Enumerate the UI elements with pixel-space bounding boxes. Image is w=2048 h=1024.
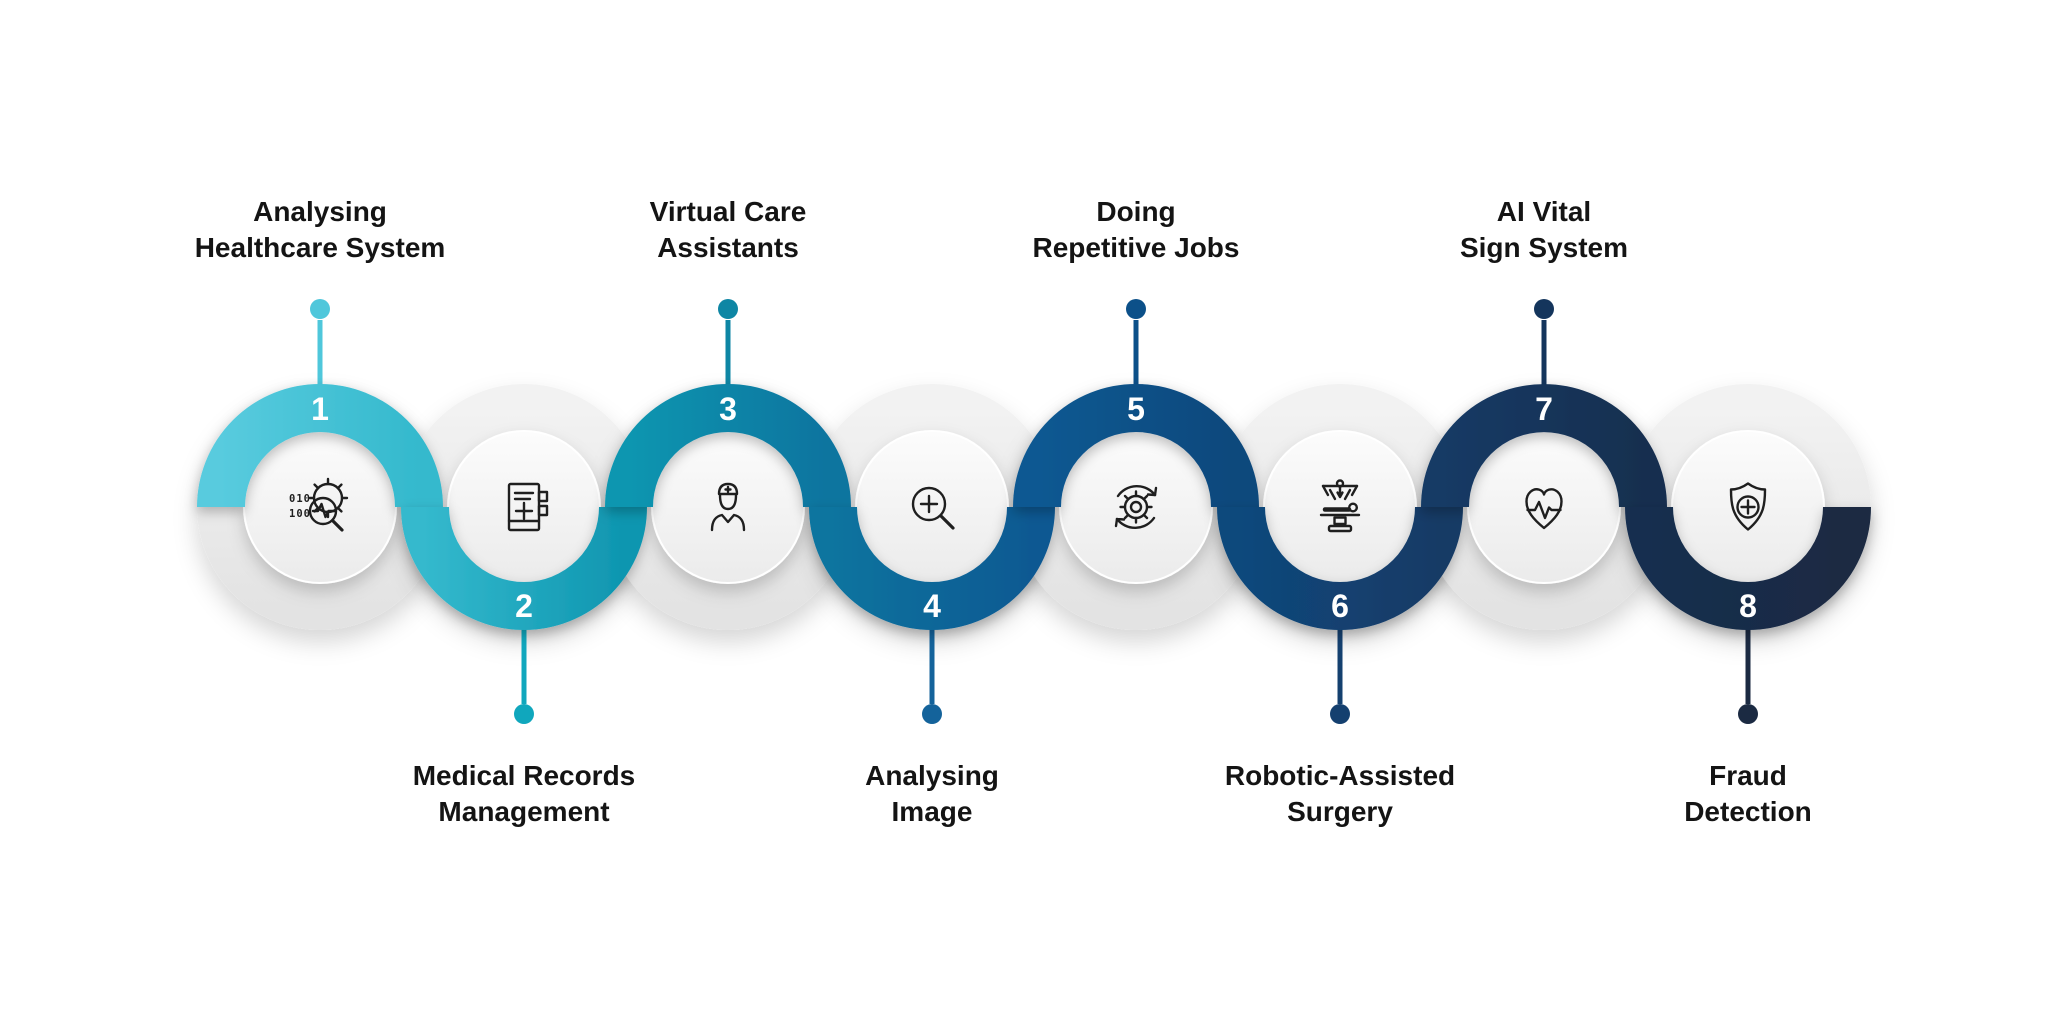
surgery-robot-table-icon [1319, 479, 1361, 533]
band-6-bottom [1217, 506, 1463, 630]
dot-7 [1534, 299, 1554, 319]
medical-record-book-icon [507, 482, 549, 532]
step-number-8: 8 [1739, 588, 1757, 624]
step-number-4: 4 [923, 588, 941, 624]
svg-text:010: 010 [289, 493, 311, 505]
color-bands [197, 384, 1871, 630]
step-3-label: Virtual Care Assistants [649, 196, 807, 263]
dot-6 [1330, 704, 1350, 724]
step-2-label: Medical Records Management [412, 760, 636, 827]
gear-cycle-arrows-icon [1114, 484, 1158, 530]
svg-text:100: 100 [289, 508, 311, 520]
step-number-6: 6 [1331, 588, 1349, 624]
nurse-icon [710, 482, 746, 532]
step-1-label: Analysing Healthcare System [194, 196, 446, 263]
step-number-3: 3 [719, 391, 737, 427]
heart-pulse-icon [1525, 488, 1563, 530]
step-7-label: AI Vital Sign System [1459, 196, 1629, 263]
gear-binary-magnifier-icon: 010 100 [289, 477, 349, 532]
dot-1 [310, 299, 330, 319]
magnifier-plus-icon [911, 486, 955, 530]
step-number-7: 7 [1535, 391, 1553, 427]
band-7-top [1421, 384, 1667, 508]
dot-8 [1738, 704, 1758, 724]
step-number-1: 1 [311, 391, 329, 427]
step-6-label: Robotic-Assisted Surgery [1224, 760, 1456, 827]
band-2-bottom [401, 506, 647, 630]
dot-3 [718, 299, 738, 319]
step-4-label: Analysing Image [865, 760, 999, 827]
band-5-top [1013, 384, 1259, 508]
stems-dots [310, 299, 1758, 724]
step-5-label: Doing Repetitive Jobs [1032, 196, 1240, 263]
step-number-2: 2 [515, 588, 533, 624]
step-number-5: 5 [1127, 391, 1145, 427]
step-icons: 010 100 [289, 477, 1767, 533]
dot-2 [514, 704, 534, 724]
band-8-bottom [1625, 506, 1871, 630]
step-8-label: Fraud Detection [1684, 760, 1812, 827]
dot-5 [1126, 299, 1146, 319]
band-3-top [605, 384, 851, 508]
band-4-bottom [809, 506, 1055, 630]
band-1-top [197, 384, 443, 508]
step-numbers: 1 2 3 4 5 6 7 8 [311, 391, 1757, 624]
dot-4 [922, 704, 942, 724]
shield-plus-icon [1729, 482, 1767, 531]
